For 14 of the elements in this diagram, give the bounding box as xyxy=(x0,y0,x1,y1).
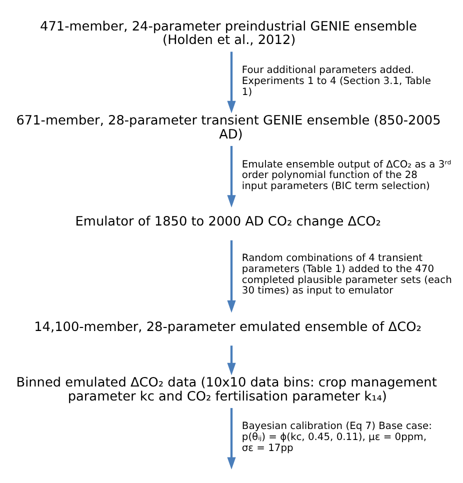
node-text: 14,100-member, 28-parameter emulated ensemble of ΔCO₂ xyxy=(34,320,422,335)
arrow xyxy=(227,52,236,114)
arrow xyxy=(227,146,236,208)
node-text: 471-member, 24-parameter preindustrial GENIE ensemble (Holden et al., 2012) xyxy=(40,19,418,48)
edge-label: Emulate ensemble output of ΔCO₂ as a 3ʳᵈ order polynomial function of the 28 input parameters (BIC term selection) xyxy=(242,159,452,192)
edge-label: Bayesian calibration (Eq 7) Base case: p(θᵢⱼ) = ϕ(kc, 0.45, 0.11), με = 0ppm, σε = 17pp xyxy=(242,421,432,454)
node-text: 671-member, 28-parameter transient GENIE ensemble (850-2005 AD) xyxy=(16,113,441,142)
arrow xyxy=(227,346,236,376)
arrow xyxy=(227,408,236,470)
edge-label: Four additional parameters added. Experiments 1 to 4 (Section 3.1, Table 1) xyxy=(242,65,431,98)
node-text: Binned emulated ΔCO₂ data (10x10 data bins: crop management parameter kc and CO₂ fertilisation parameter k₁₄) xyxy=(16,375,437,404)
arrow xyxy=(227,240,236,313)
node-text: Emulator of 1850 to 2000 AD CO₂ change ΔCO₂ xyxy=(75,214,381,230)
edge-label: Random combinations of 4 transient parameters (Table 1) added to the 470 completed plausible parameter sets (each 30 times) as input to emulator xyxy=(242,252,452,297)
